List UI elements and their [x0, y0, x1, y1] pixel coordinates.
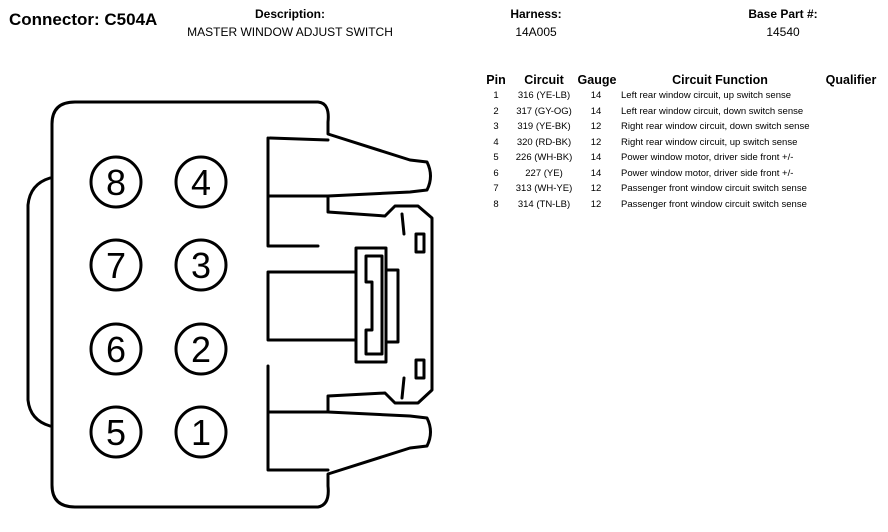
table-row: 2 317 (GY-OG) 14 Left rear window circui…	[480, 106, 880, 121]
table-row: 7 313 (WH-YE) 12 Passenger front window …	[480, 183, 880, 198]
pin-label-8: 8	[106, 162, 126, 203]
base-part-label: Base Part #:	[748, 7, 818, 21]
circuit-cell: 319 (YE-BK)	[517, 121, 571, 132]
upper-latch-block	[266, 136, 320, 248]
gauge-cell: 12	[590, 136, 602, 148]
col-header-function: Circuit Function	[672, 73, 768, 87]
gauge-cell: 14	[590, 90, 602, 101]
col-header-pin: Pin	[486, 73, 506, 87]
pin-label-6: 6	[106, 329, 126, 370]
pin-cell: 5	[493, 152, 499, 163]
pin-circle-8	[89, 155, 143, 209]
table-row: 5 226 (WH-BK) 14 Power window motor, dri…	[480, 152, 880, 167]
pin-cell: 1	[493, 90, 499, 101]
circuit-cell: 320 (RD-BK)	[516, 136, 572, 148]
description-label: Description:	[254, 7, 325, 21]
harness-label: Harness:	[510, 7, 562, 21]
gauge-cell: 14	[590, 105, 602, 117]
lock-window-lower	[414, 358, 426, 380]
pin-cell: 2	[493, 105, 499, 117]
pin-circle-5	[89, 405, 143, 459]
description-value: MASTER WINDOW ADJUST SWITCH	[187, 25, 393, 39]
gauge-cell: 14	[590, 152, 602, 163]
right-key-projection	[354, 246, 388, 364]
pin-circle-6	[89, 322, 143, 376]
pin-label-3: 3	[191, 245, 211, 286]
pin-label-1: 1	[191, 412, 211, 453]
gauge-cell: 14	[590, 167, 602, 179]
base-part-value: 14540	[766, 25, 800, 39]
circuit-cell: 313 (WH-YE)	[515, 183, 573, 194]
pin-label-5: 5	[106, 412, 126, 453]
table-row: 6 227 (YE) 14 Power window motor, driver…	[480, 168, 880, 183]
table-row: 4 320 (RD-BK) 12 Right rear window circu…	[480, 137, 880, 152]
pin-circle-4	[174, 155, 228, 209]
col-header-circuit: Circuit	[524, 73, 564, 87]
pin-cell: 8	[493, 198, 499, 210]
function-cell: Passenger front window circuit switch se…	[621, 183, 807, 194]
pin-cell: 7	[493, 183, 499, 194]
pin-circle-1	[174, 405, 228, 459]
col-header-gauge: Gauge	[577, 73, 617, 87]
table-row: 3 319 (YE-BK) 12 Right rear window circu…	[480, 121, 880, 136]
function-cell: Right rear window circuit, up switch sen…	[621, 136, 798, 148]
circuit-cell: 316 (YE-LB)	[517, 90, 571, 101]
circuit-cell: 227 (YE)	[525, 167, 563, 179]
gauge-cell: 12	[590, 198, 602, 210]
pin-cell: 4	[493, 136, 499, 148]
col-header-qualifier: Qualifier	[825, 73, 877, 87]
function-cell: Power window motor, driver side front +/…	[621, 167, 794, 179]
pin-circle-7	[89, 238, 143, 292]
circuit-cell: 317 (GY-OG)	[516, 105, 572, 117]
table-row: 8 314 (TN-LB) 12 Passenger front window …	[480, 199, 880, 214]
function-cell: Right rear window circuit, down switch s…	[621, 121, 810, 132]
function-cell: Left rear window circuit, up switch sens…	[621, 90, 792, 101]
pin-circle-2	[174, 322, 228, 376]
middle-key-block	[266, 270, 358, 342]
pin-label-2: 2	[191, 329, 211, 370]
gauge-cell: 12	[590, 121, 602, 132]
table-row: 1 316 (YE-LB) 14 Left rear window circui…	[480, 90, 880, 105]
circuit-cell: 226 (WH-BK)	[515, 152, 573, 163]
pin-circle-3	[174, 238, 228, 292]
lock-window-upper	[414, 232, 426, 254]
pin-label-4: 4	[191, 162, 211, 203]
connector-housing	[50, 100, 434, 509]
function-cell: Left rear window circuit, down switch se…	[621, 105, 804, 117]
function-cell: Passenger front window circuit switch se…	[621, 198, 807, 210]
connector-left-latch	[26, 176, 52, 428]
pin-cell: 6	[493, 167, 499, 179]
pin-cell: 3	[493, 121, 499, 132]
lower-latch-block	[266, 364, 330, 472]
pin-label-7: 7	[106, 245, 126, 286]
connector-title: Connector: C504A	[9, 10, 158, 29]
gauge-cell: 12	[590, 183, 602, 194]
harness-value: 14A005	[515, 25, 557, 39]
circuit-cell: 314 (TN-LB)	[517, 198, 571, 210]
function-cell: Power window motor, driver side front +/…	[621, 152, 794, 163]
